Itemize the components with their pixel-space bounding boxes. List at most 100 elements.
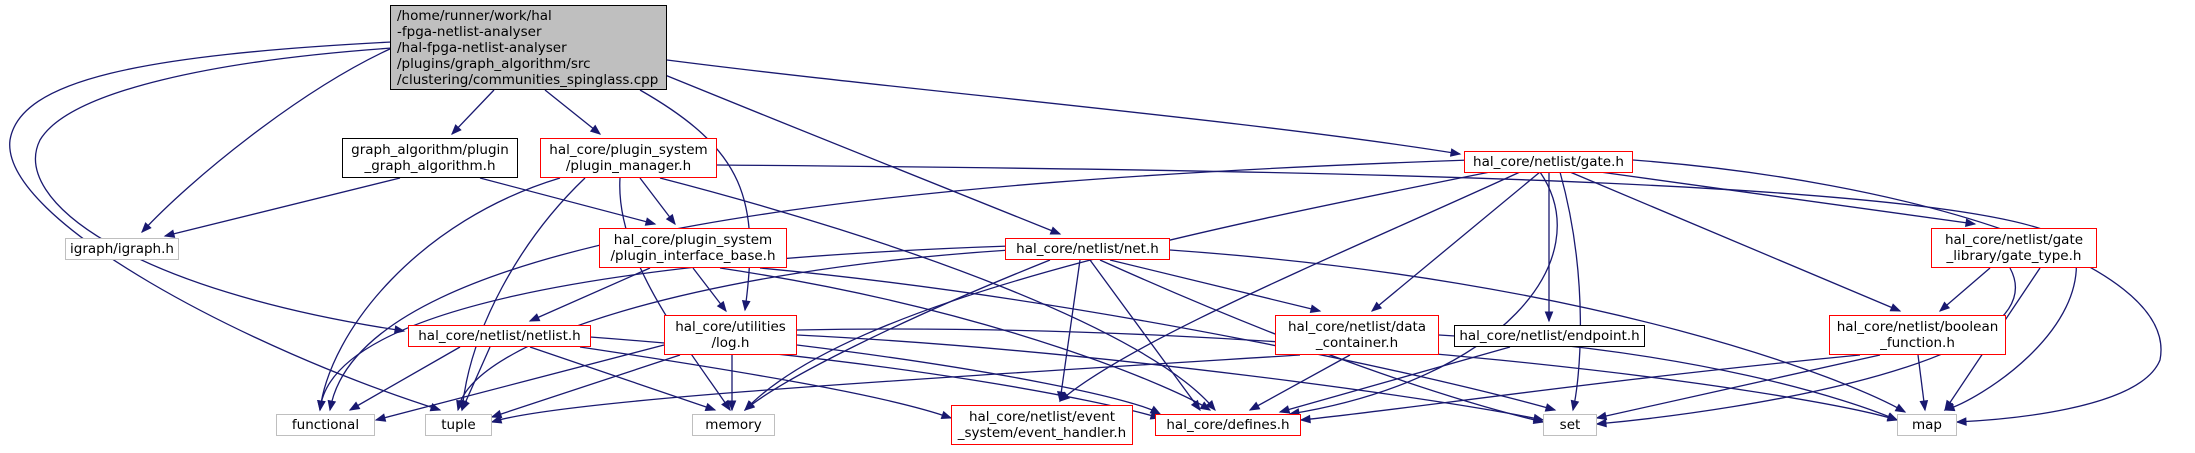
edge-log-to-set (796, 334, 1544, 421)
node-boolean-function-h[interactable]: hal_core/netlist/boolean_function.h (1829, 315, 2006, 355)
edge-arrowhead (461, 399, 470, 412)
node-label-line: _library/gate_type.h (1946, 248, 2082, 264)
edge-arrowhead (1595, 418, 1607, 428)
node-label-line: tuple (441, 417, 476, 433)
edge-arrowhead (589, 124, 602, 135)
edge-gate-to-event-handler (1059, 171, 1521, 402)
edge-root-to-net (664, 74, 1061, 235)
node-label-line: -fpga-netlist-analyser (397, 23, 542, 40)
edge-arrowhead (644, 217, 657, 226)
node-label-line: _container.h (1315, 335, 1399, 351)
edge-arrowhead (1190, 399, 1201, 412)
edge-gate-to-defines (1289, 171, 1558, 415)
edge-arrowhead (1370, 301, 1383, 312)
node-label-line: memory (705, 417, 762, 433)
edge-gate-to-memory (744, 171, 1491, 411)
node-data-container-h[interactable]: hal_core/netlist/data_container.h (1275, 315, 1439, 355)
node-memory[interactable]: memory (692, 414, 775, 436)
edge-net-to-event-handler (1059, 259, 1081, 402)
node-label-line: hal_core/netlist/net.h (1016, 241, 1159, 257)
edge-arrowhead (1544, 403, 1557, 412)
edge-arrowhead (451, 124, 462, 135)
edge-arrowhead (1309, 304, 1322, 313)
edge-root-to-tuple (9, 41, 441, 411)
node-label-line: _graph_algorithm.h (364, 158, 496, 174)
node-label-line: hal_core/netlist/gate.h (1473, 154, 1624, 170)
edge-arrowhead (940, 410, 953, 420)
edge-net-to-data-container (1109, 259, 1321, 312)
edge-arrowhead (317, 399, 326, 412)
node-label-line: map (1912, 417, 1942, 433)
edge-arrowhead (348, 401, 361, 411)
node-plugin-manager-h[interactable]: hal_core/plugin_system/plugin_manager.h (540, 138, 717, 178)
edge-net-to-map (1169, 249, 1906, 413)
node-tuple[interactable]: tuple (425, 414, 492, 436)
edge-arrowhead (1248, 401, 1261, 411)
edge-arrowhead (141, 222, 152, 233)
node-label-line: /home/runner/work/hal (397, 7, 552, 24)
node-endpoint-h[interactable]: hal_core/netlist/endpoint.h (1454, 325, 1645, 347)
node-label-line: /plugins/graph_algorithm/src (397, 55, 591, 72)
node-label-line: /clustering/communities_spinglass.cpp (397, 71, 659, 88)
node-igraph-h[interactable]: igraph/igraph.h (65, 238, 179, 260)
node-defines-h[interactable]: hal_core/defines.h (1155, 414, 1301, 436)
edge-log-to-map (796, 328, 1898, 421)
edge-gate-to-data-container (1371, 171, 1541, 312)
edge-arrowhead (1595, 411, 1608, 421)
node-functional[interactable]: functional (276, 414, 375, 436)
edge-gate-to-set (1559, 171, 1582, 411)
edge-arrowhead (704, 402, 717, 412)
node-label-line: functional (291, 417, 360, 433)
node-event-handler-h[interactable]: hal_core/netlist/event_system/event_hand… (951, 405, 1133, 445)
edge-net-to-functional (319, 245, 1011, 411)
edge-boolean-to-set (1596, 354, 1881, 419)
node-root-communities-spinglass-cpp[interactable]: /home/runner/work/hal-fpga-netlist-analy… (390, 5, 667, 90)
node-log-h[interactable]: hal_core/utilities/log.h (664, 315, 797, 355)
node-label-line: hal_core/defines.h (1166, 417, 1290, 433)
edge-arrowhead (665, 213, 676, 226)
edge-netlist-to-event-handler (579, 346, 952, 419)
edge-root-to-igraph (141, 47, 393, 233)
edge-arrowhead (1964, 218, 1977, 227)
node-gate-h[interactable]: hal_core/netlist/gate.h (1464, 151, 1633, 173)
node-label-line: hal_core/netlist/data (1287, 319, 1427, 335)
edge-arrowhead (1149, 405, 1162, 415)
edge-root-to-netlist (34, 47, 405, 332)
node-label-line: hal_core/netlist/event (968, 409, 1116, 425)
node-set[interactable]: set (1543, 414, 1597, 436)
edge-arrowhead (741, 300, 751, 312)
edge-log-to-defines (796, 344, 1161, 415)
edge-log-to-tuple (491, 354, 681, 418)
edge-arrowhead (1278, 405, 1291, 414)
node-netlist-h[interactable]: hal_core/netlist/netlist.h (408, 325, 591, 347)
node-net-h[interactable]: hal_core/netlist/net.h (1005, 238, 1170, 260)
edge-arrowhead (1049, 226, 1062, 235)
node-plugin-graph-algorithm-h[interactable]: graph_algorithm/plugin_graph_algorithm.h (342, 138, 518, 178)
edge-net-to-tuple (457, 249, 1011, 411)
node-label-line: /log.h (711, 335, 750, 351)
edge-arrowhead (1955, 417, 1967, 426)
edge-arrowhead (163, 229, 176, 238)
edge-arrowhead (1938, 301, 1951, 312)
node-label-line: /hal-fpga-netlist-analyser (397, 39, 567, 56)
edge-gate-to-boolean-function (1569, 171, 1901, 312)
edge-arrowhead (1199, 401, 1212, 411)
edge-gate-to-gate-type (1599, 171, 1976, 225)
node-gate-type-h[interactable]: hal_core/netlist/gate_library/gate_type.… (1931, 228, 2097, 268)
node-label-line: hal_core/utilities (675, 319, 786, 335)
edge-arrowhead (327, 399, 337, 412)
node-label-line: hal_core/plugin_system (549, 142, 708, 158)
edge-plugin-manager-to-interface (639, 177, 676, 225)
edge-arrowhead (374, 413, 387, 422)
edge-arrowhead (1544, 311, 1554, 323)
edge-root-to-plugin-graph-algorithm (451, 89, 495, 135)
edge-interface-to-netlist (529, 267, 651, 322)
node-map[interactable]: map (1897, 414, 1957, 436)
edge-net-to-set (1099, 259, 1544, 423)
node-label-line: _system/event_handler.h (957, 425, 1127, 441)
edge-arrowhead (1944, 399, 1954, 412)
edge-plugin-manager-to-defines (659, 177, 1216, 411)
node-plugin-interface-base-h[interactable]: hal_core/plugin_system/plugin_interface_… (599, 228, 787, 268)
